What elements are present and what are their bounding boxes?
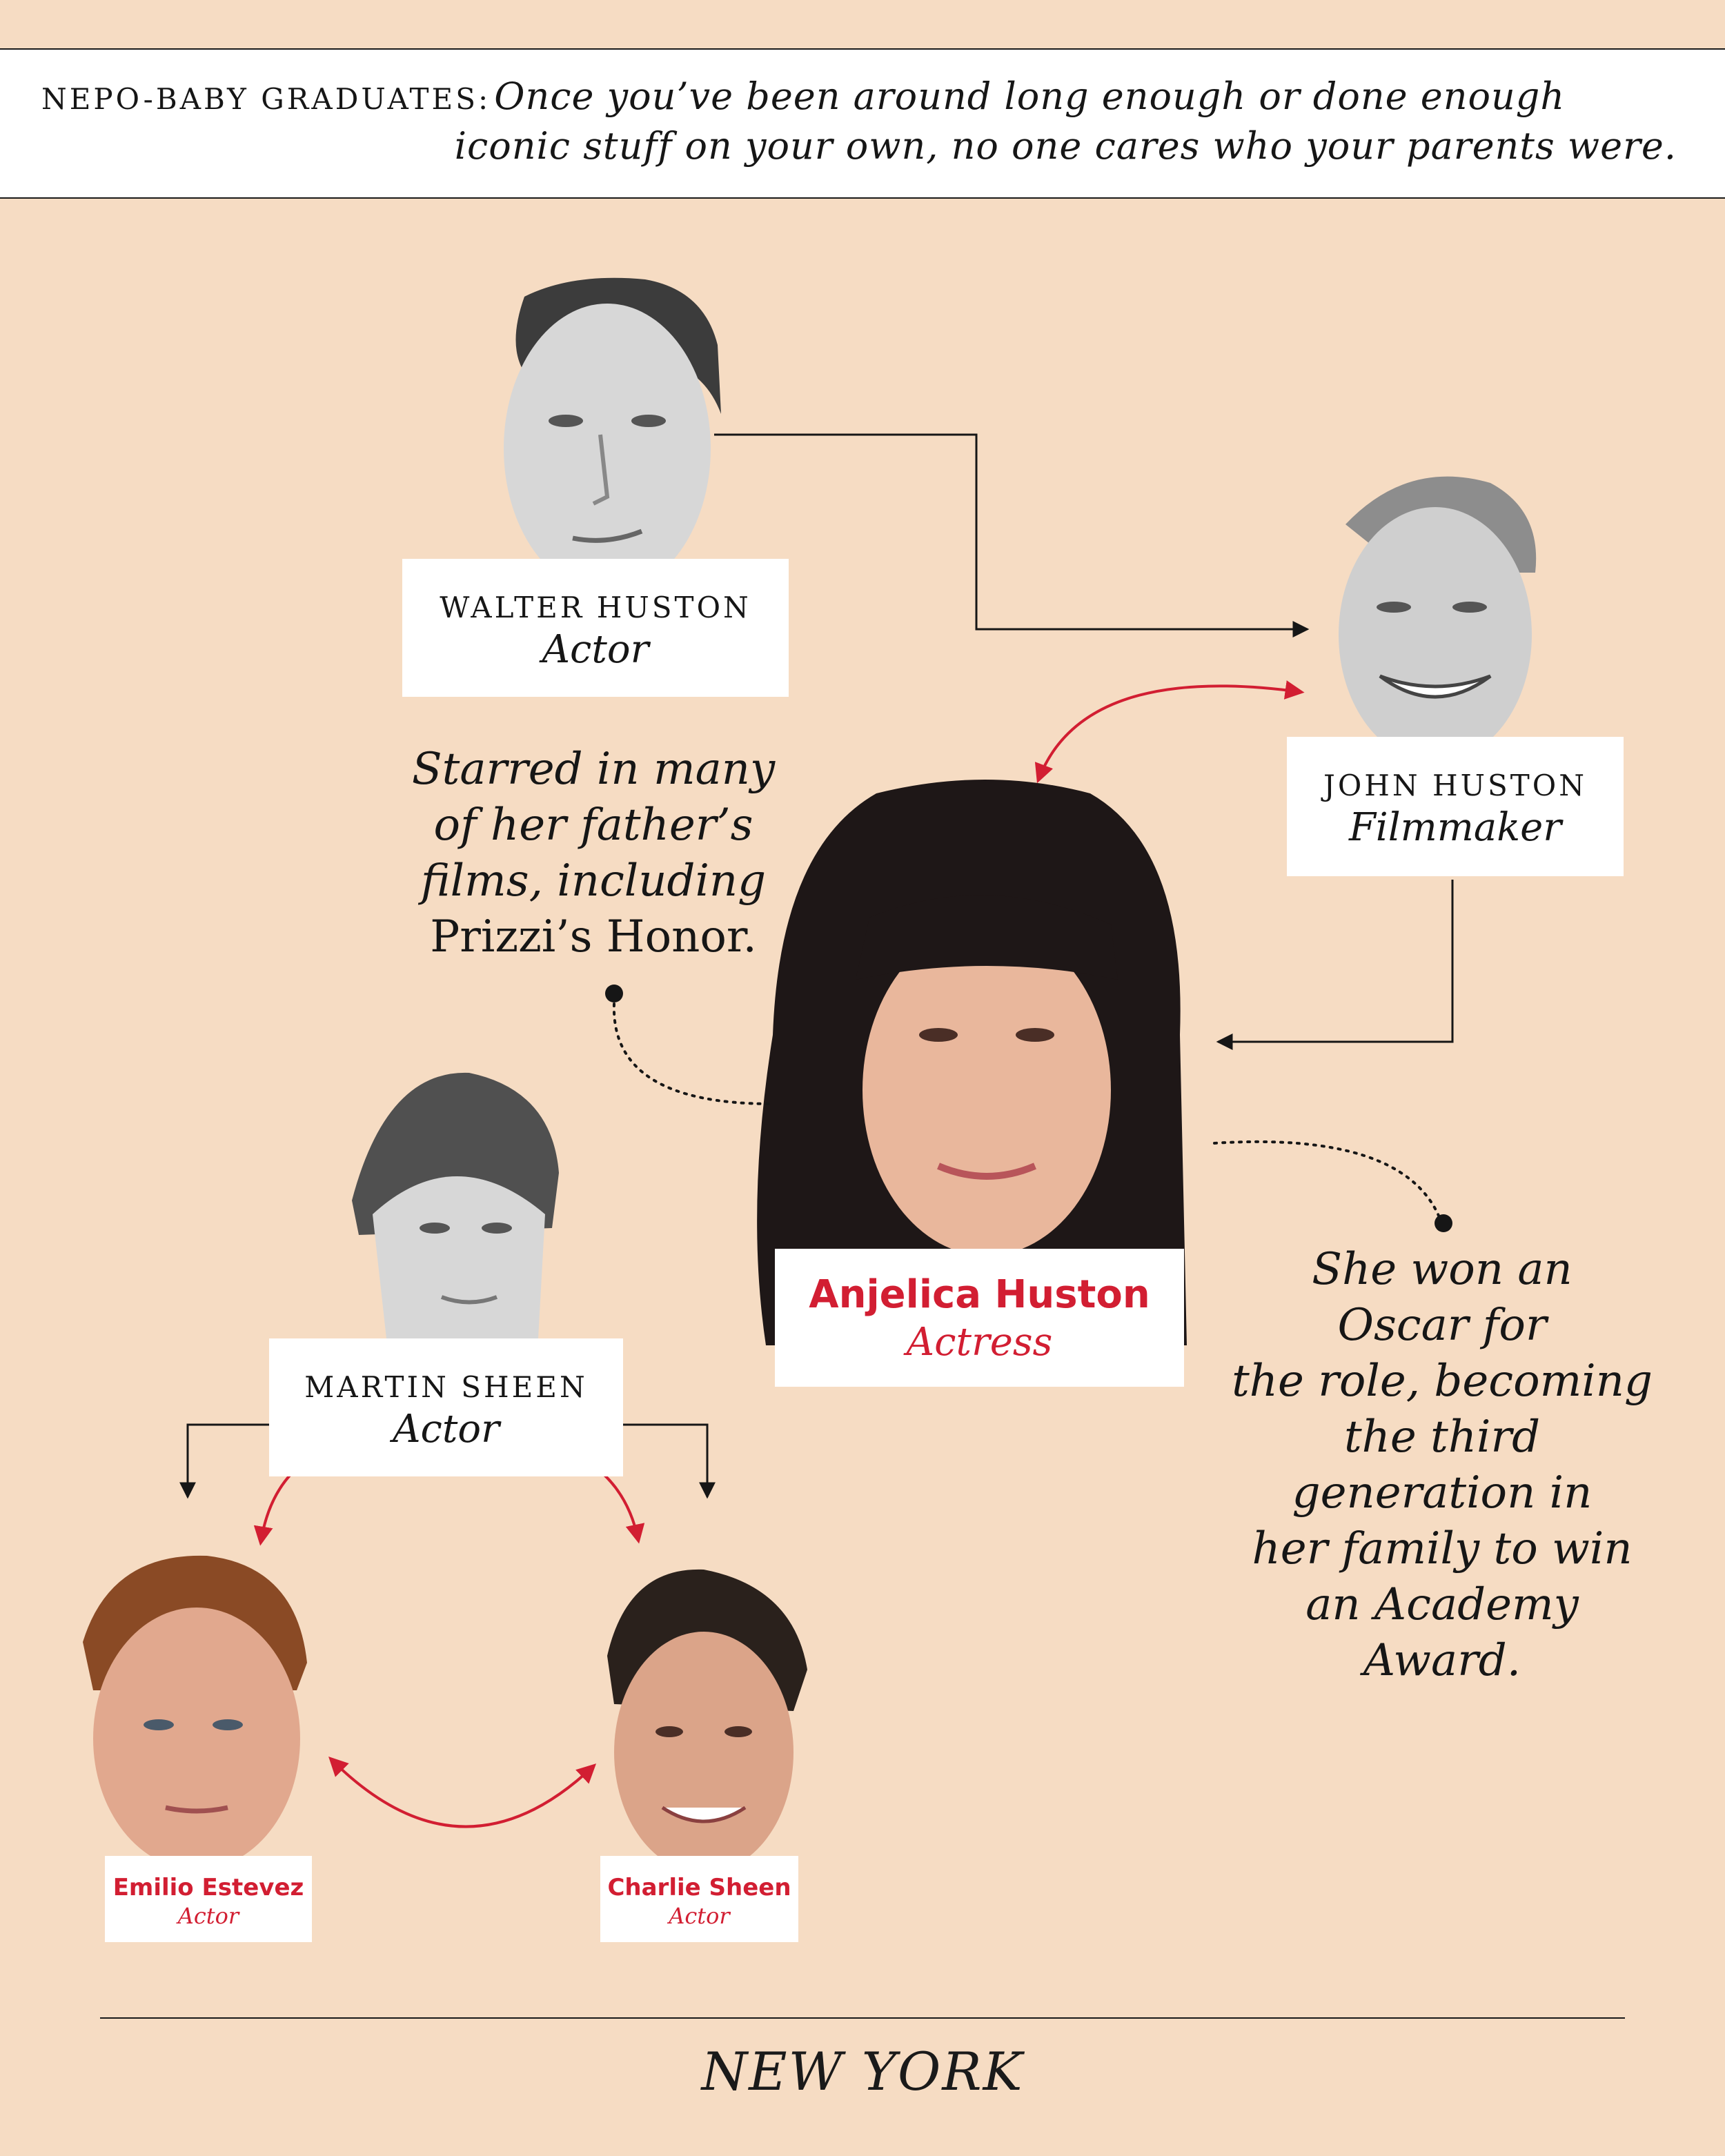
- annotation-left-leader: [612, 1002, 773, 1105]
- walter-huston-portrait: [504, 277, 721, 593]
- annotation-right-dot: [1435, 1214, 1452, 1232]
- label-anjelica-huston: Anjelica Huston Actress: [775, 1249, 1184, 1387]
- header-dek-line-1: Once you’ve been around long enough or d…: [494, 75, 1566, 118]
- annotation-left: Starred in many of her father’s films, i…: [386, 742, 800, 965]
- connector-martin-to-charlie: [623, 1423, 716, 1499]
- annotation-right: She won an Oscar for the role, becoming …: [1208, 1242, 1677, 1689]
- annotation-right-line-1: She won an: [1312, 1244, 1573, 1295]
- emilio-estevez-portrait: [83, 1555, 307, 1870]
- footer-rule: [100, 2017, 1625, 2019]
- annotation-right-line-3: the role, becoming: [1232, 1356, 1653, 1407]
- connector-walter-to-john: [714, 433, 1310, 637]
- role-john-huston: Filmmaker: [1348, 805, 1562, 850]
- annotation-right-line-6: her family to win: [1252, 1523, 1633, 1574]
- label-charlie-sheen: Charlie Sheen Actor: [600, 1856, 798, 1942]
- label-john-huston: JOHN HUSTON Filmmaker: [1287, 737, 1624, 876]
- new-york-logo: NEW YORK: [701, 2041, 1024, 2102]
- connector-john-to-anjelica: [1216, 880, 1454, 1050]
- role-martin-sheen: Actor: [393, 1407, 500, 1452]
- name-john-huston: JOHN HUSTON: [1323, 769, 1587, 802]
- name-walter-huston: WALTER HUSTON: [440, 591, 751, 624]
- header-line-1: NEPO-BABY GRADUATES: Once you’ve been ar…: [41, 75, 1565, 118]
- name-charlie-sheen: Charlie Sheen: [607, 1874, 791, 1901]
- header-banner: NEPO-BABY GRADUATES: Once you’ve been ar…: [0, 48, 1725, 199]
- annotation-right-line-4: the third: [1343, 1412, 1541, 1463]
- annotation-left-film-title: Prizzi’s Honor.: [430, 911, 757, 962]
- header-kicker: NEPO-BABY GRADUATES:: [41, 82, 491, 116]
- annotation-right-leader: [1213, 1140, 1440, 1217]
- annotation-left-line-3: films, including: [420, 856, 767, 907]
- role-emilio-estevez: Actor: [177, 1903, 239, 1929]
- label-martin-sheen: MARTIN SHEEN Actor: [269, 1338, 623, 1476]
- annotation-right-line-7: an Academy: [1305, 1579, 1579, 1630]
- name-emilio-estevez: Emilio Estevez: [112, 1874, 304, 1901]
- annotation-left-line-1: Starred in many: [411, 744, 776, 795]
- annotation-right-line-2: Oscar for: [1337, 1300, 1547, 1351]
- annotation-right-line-8: Award.: [1363, 1635, 1521, 1686]
- charlie-sheen-portrait: [607, 1569, 807, 1873]
- role-charlie-sheen: Actor: [669, 1903, 730, 1929]
- connector-martin-to-emilio: [179, 1423, 271, 1499]
- relation-arrow-emilio-charlie: [328, 1757, 597, 1828]
- annotation-right-line-5: generation in: [1292, 1467, 1593, 1519]
- john-huston-portrait: [1339, 476, 1537, 762]
- name-martin-sheen: MARTIN SHEEN: [304, 1370, 588, 1404]
- relation-arrow-john-anjelica: [1034, 680, 1305, 784]
- role-walter-huston: Actor: [542, 627, 649, 672]
- header-line-2: iconic stuff on your own, no one cares w…: [455, 124, 1677, 168]
- annotation-left-line-2: of her father’s: [433, 800, 753, 851]
- label-emilio-estevez: Emilio Estevez Actor: [105, 1856, 312, 1942]
- label-walter-huston: WALTER HUSTON Actor: [402, 559, 789, 697]
- martin-sheen-portrait: [352, 1072, 559, 1338]
- name-anjelica-huston: Anjelica Huston: [809, 1272, 1150, 1317]
- annotation-left-dot: [605, 985, 623, 1002]
- anjelica-huston-portrait: [757, 780, 1187, 1345]
- header-dek-line-2: iconic stuff on your own, no one cares w…: [454, 124, 1677, 168]
- role-anjelica-huston: Actress: [906, 1320, 1053, 1365]
